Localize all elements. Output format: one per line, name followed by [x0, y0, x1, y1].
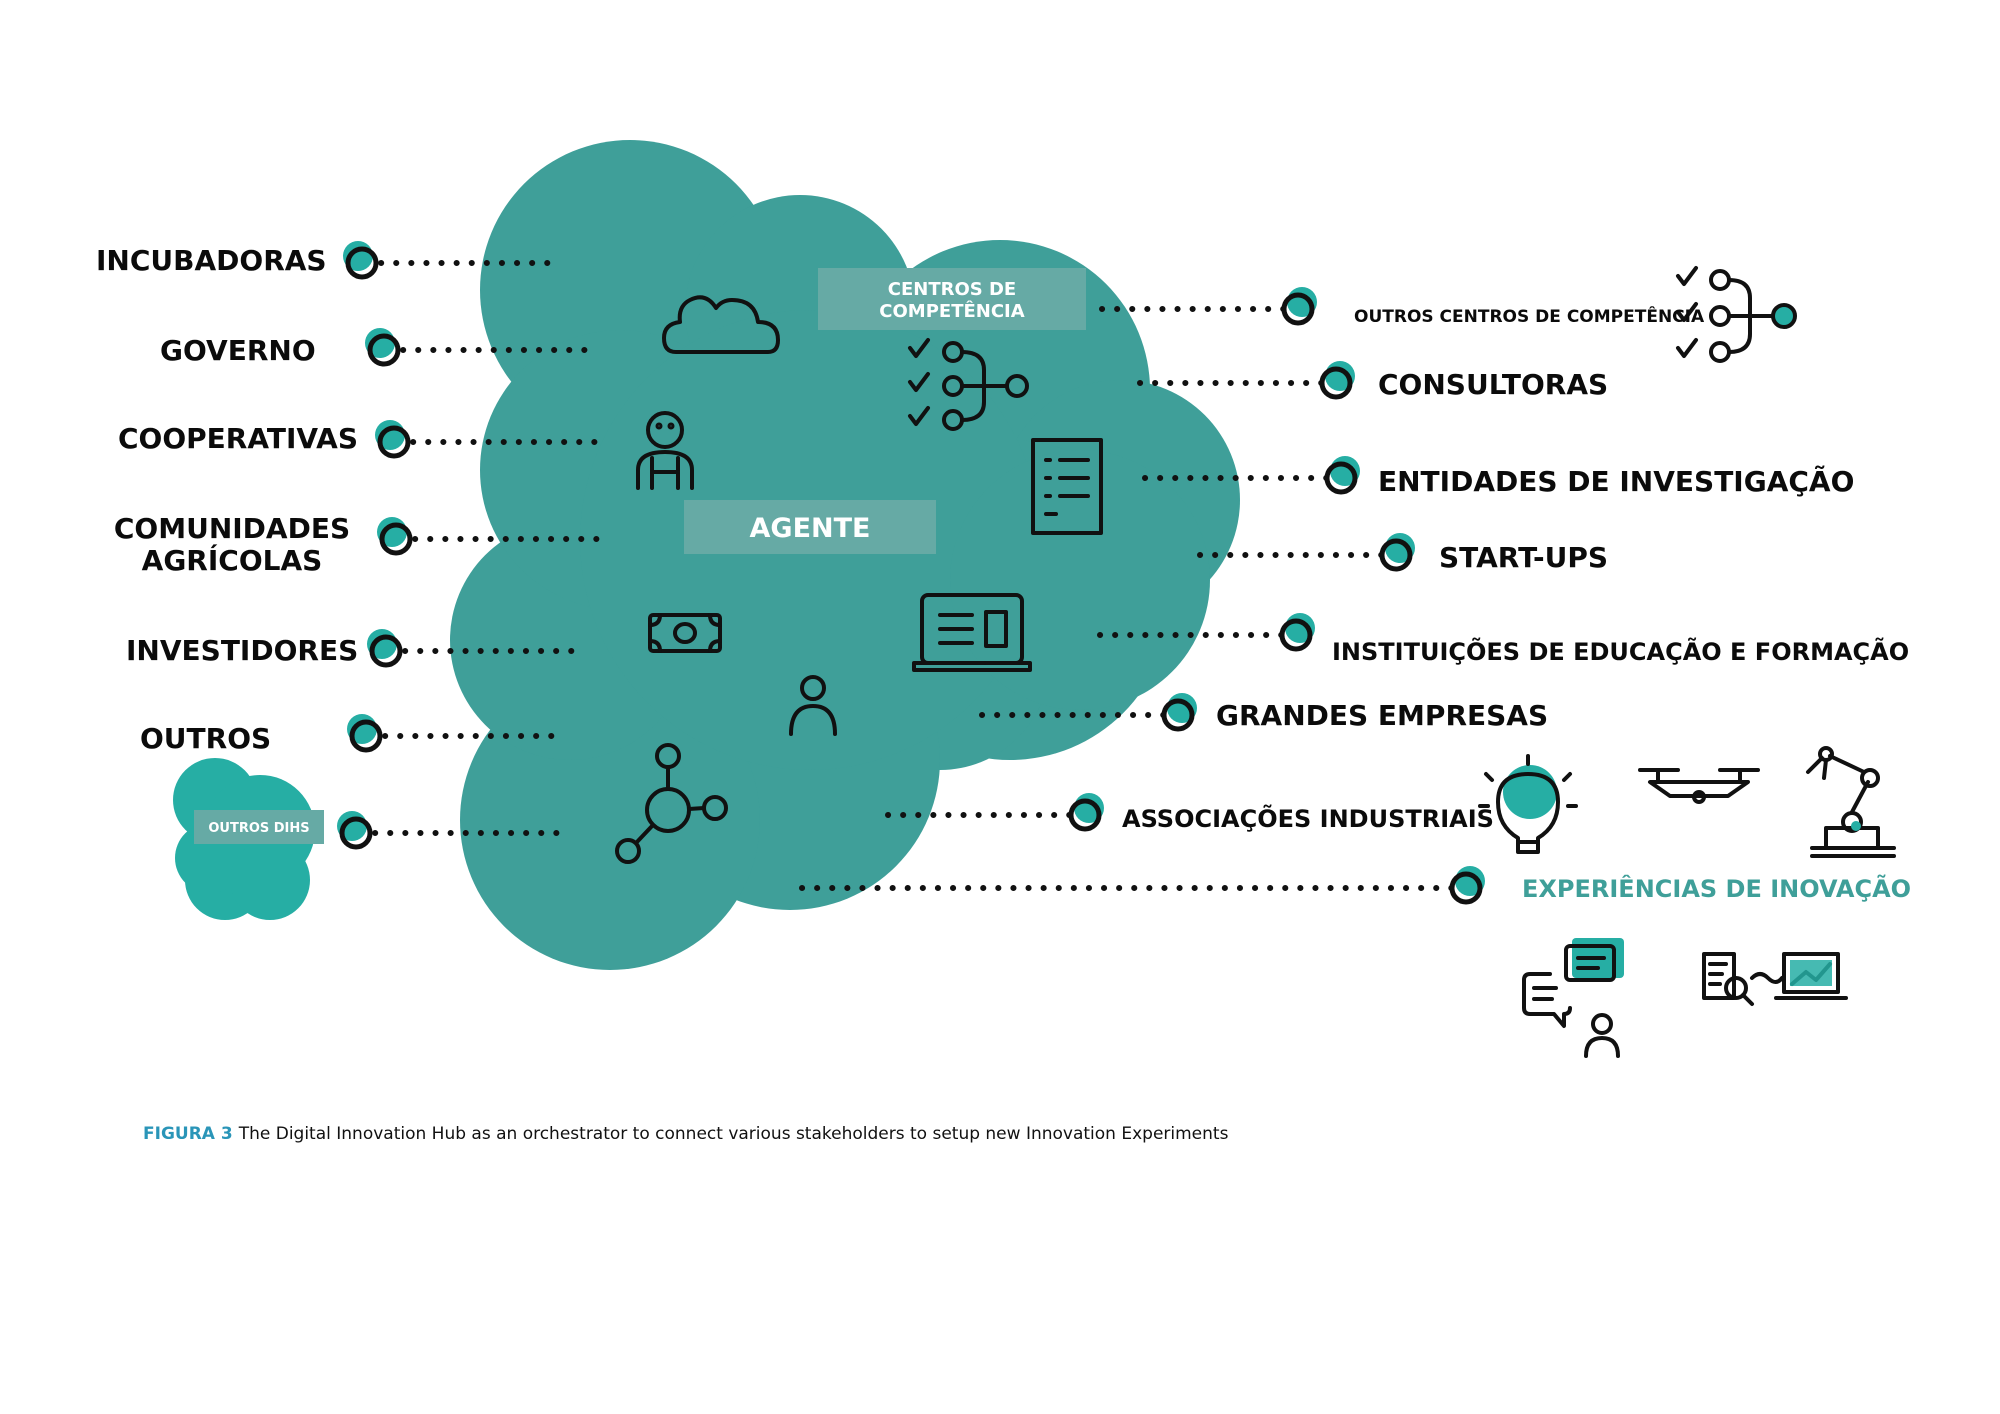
node-comunidades: [377, 517, 413, 556]
centros-badge-line2: COMPETÊNCIA: [879, 300, 1024, 322]
label-comunidades-line2: AGRÍCOLAS: [142, 543, 323, 577]
node-startups: [1379, 533, 1415, 572]
label-experiencias: EXPERIÊNCIAS DE INOVAÇÃO: [1522, 874, 1911, 903]
figure-caption-text: The Digital Innovation Hub as an orchest…: [238, 1124, 1229, 1144]
agente-badge-label: AGENTE: [750, 513, 871, 544]
centros-badge: [818, 268, 1086, 330]
robot-arm-icon: [1806, 746, 1896, 858]
outros-centros-accent-dot: [1771, 303, 1797, 329]
node-grandes-empresas: [1161, 693, 1197, 732]
node-entidades: [1324, 456, 1360, 495]
lightbulb-icon: [1478, 754, 1578, 854]
laptop-icon: [912, 593, 1032, 672]
checklist-network-icon: [908, 338, 1029, 431]
farmer-icon: [636, 411, 694, 490]
label-outros: OUTROS: [140, 722, 271, 755]
centros-badge-line1: CENTROS DE: [888, 279, 1016, 300]
connectors: [357, 260, 1468, 891]
label-investidores: INVESTIDORES: [126, 634, 358, 667]
label-associacoes: ASSOCIAÇÕES INDUSTRIAIS: [1122, 803, 1494, 833]
money-icon: [648, 613, 722, 653]
node-cooperativas: [375, 420, 411, 459]
outros-centros-checklist-network-icon: [1676, 266, 1776, 363]
chat-person-icon: [1522, 938, 1624, 1058]
document-list-icon: [1031, 438, 1103, 535]
drone-icon: [1638, 768, 1760, 804]
label-consultoras: CONSULTORAS: [1378, 368, 1608, 401]
node-instituicoes: [1279, 613, 1315, 652]
label-cooperativas: COOPERATIVAS: [118, 422, 358, 455]
node-outros: [347, 714, 383, 753]
node-consultoras: [1319, 361, 1355, 400]
node-investidores: [367, 629, 403, 668]
robot-arm-accent: [1851, 821, 1861, 831]
hub-cloud: [450, 140, 1240, 970]
hub-network-icon: [615, 743, 728, 864]
node-associacoes: [1068, 793, 1104, 832]
analytics-screen-accent: [1790, 960, 1832, 986]
label-comunidades-line1: COMUNIDADES: [114, 512, 350, 545]
label-entidades: ENTIDADES DE INVESTIGAÇÃO: [1378, 464, 1854, 498]
label-instituicoes: INSTITUIÇÕES DE EDUCAÇÃO E FORMAÇÃO: [1332, 636, 1909, 666]
label-grandes-empresas: GRANDES EMPRESAS: [1216, 699, 1548, 732]
cloud-icon: [662, 295, 780, 354]
label-governo: GOVERNO: [160, 334, 316, 367]
node-centros: [1281, 287, 1317, 326]
label-incubadoras: INCUBADORAS: [96, 244, 327, 277]
agente-badge: [684, 500, 936, 554]
node-experiencias: [1449, 866, 1485, 905]
nodes: [337, 241, 1485, 905]
label-outros-centros: OUTROS CENTROS DE COMPETÊNCIA: [1354, 305, 1705, 327]
label-startups: START-UPS: [1439, 541, 1608, 574]
outros-dihs-badge-label: OUTROS DIHS: [208, 821, 309, 836]
figure-label: FIGURA 3: [143, 1124, 233, 1144]
node-outros-dihs: [337, 811, 373, 850]
node-governo: [365, 328, 401, 367]
person-icon: [789, 675, 837, 736]
node-incubadoras: [343, 241, 379, 280]
outros-dihs-badge: [194, 810, 324, 844]
